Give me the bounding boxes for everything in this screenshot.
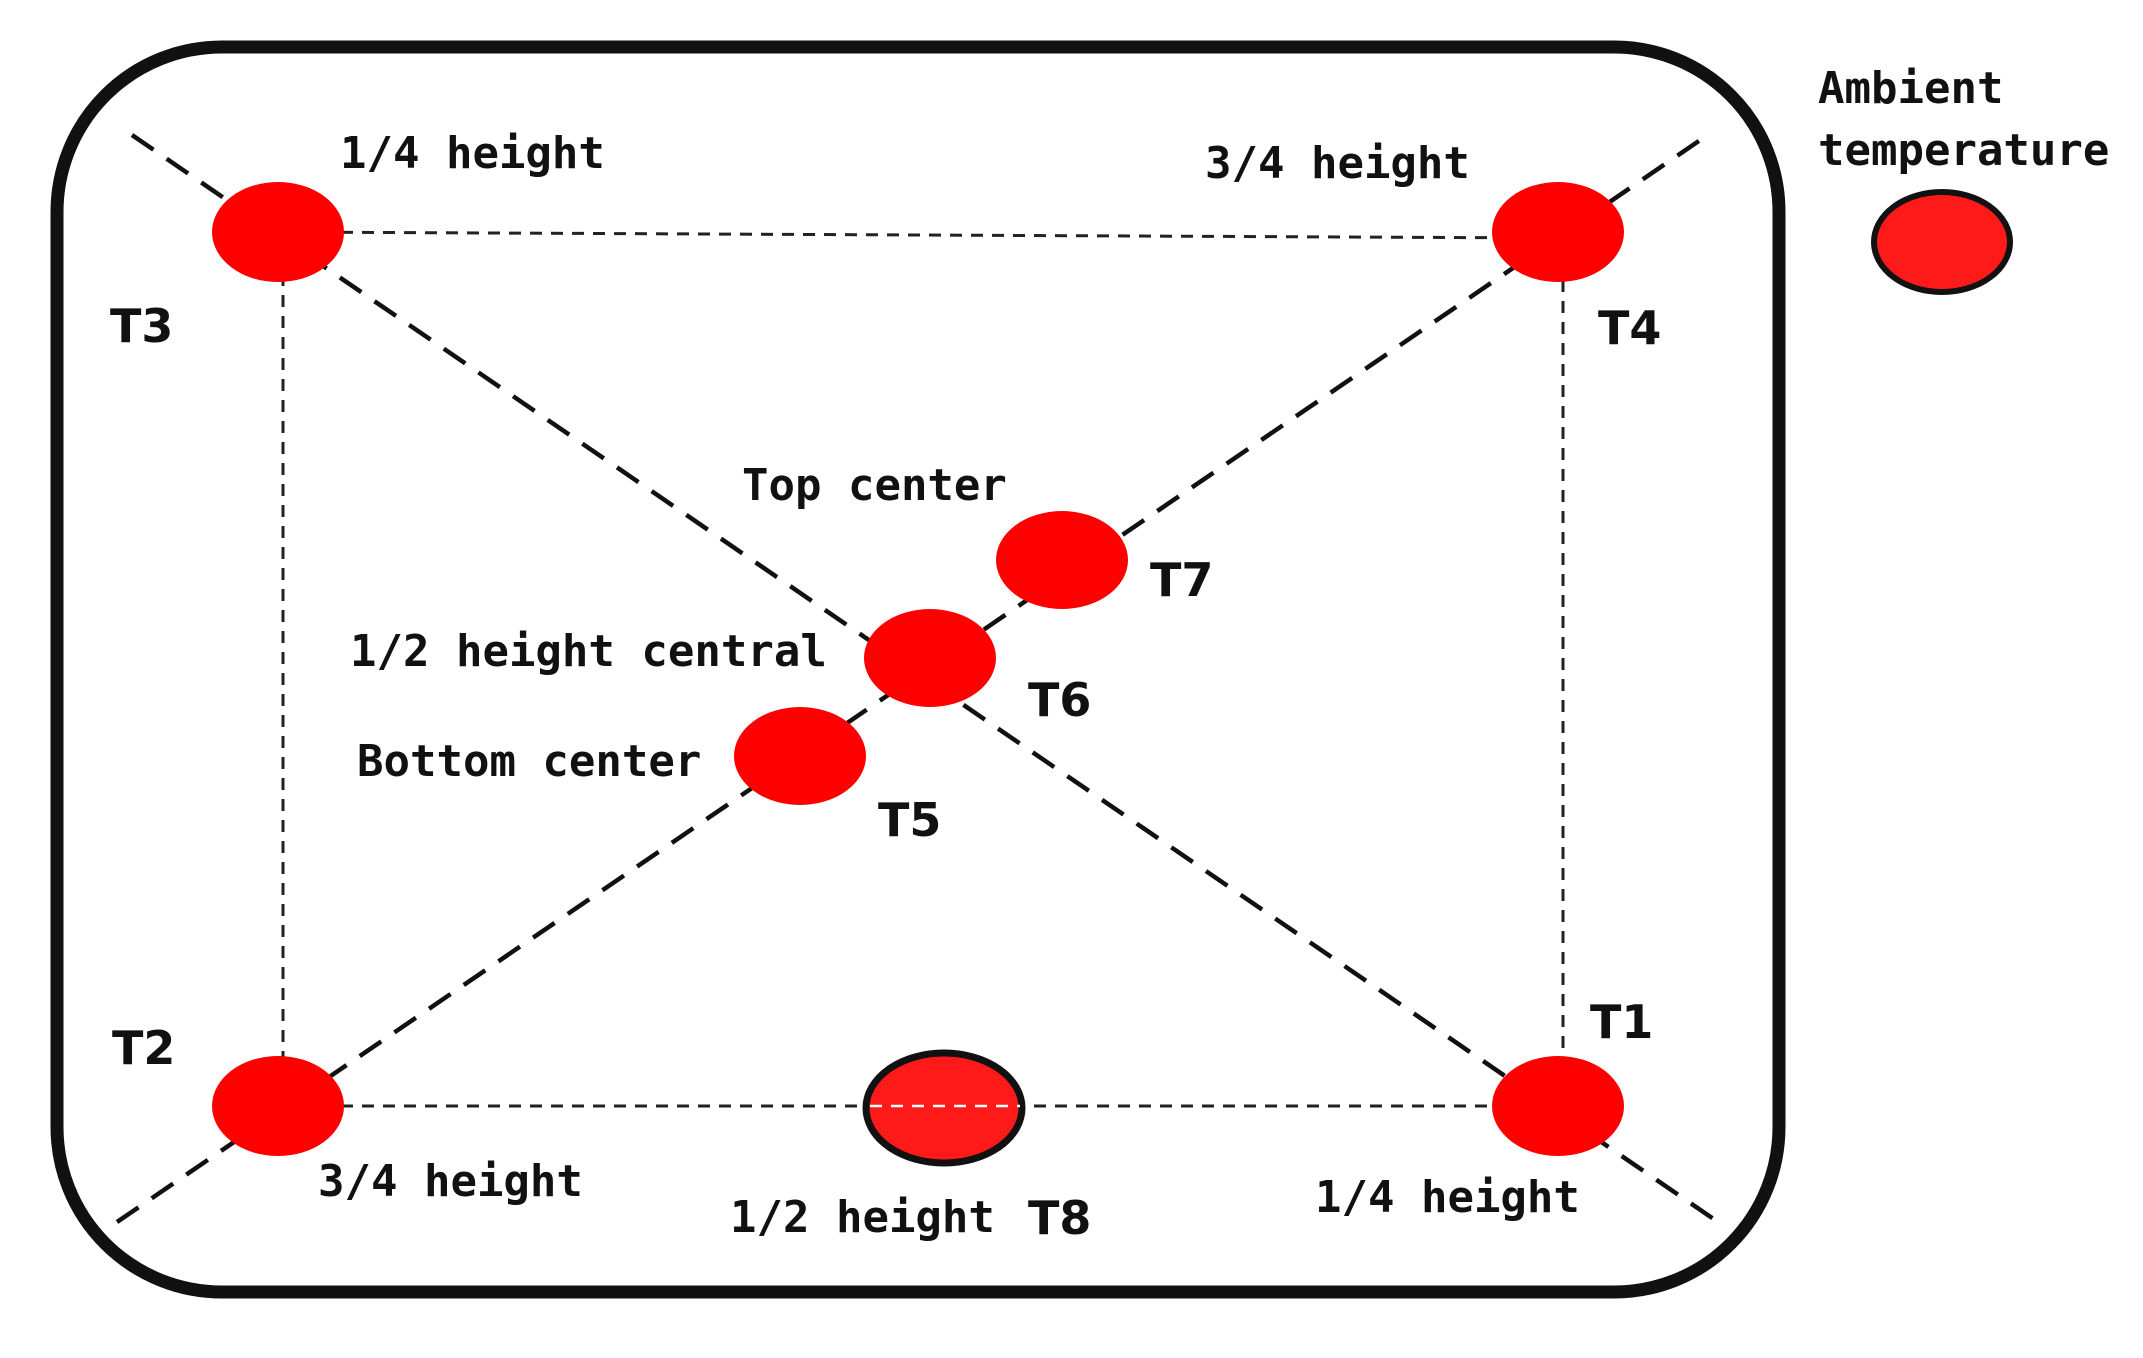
edge-top (277, 230, 1559, 240)
container-outline (50, 40, 1786, 1299)
sensor-t4 (1492, 182, 1624, 282)
t6-position-label: 1/2 height central (350, 626, 827, 677)
t4-id-label: T4 (1598, 301, 1661, 355)
t5-position-label: Bottom center (357, 736, 701, 787)
sensor-ambient (1871, 189, 2013, 295)
diagonal-t3-t1 (130, 133, 1720, 1224)
sensor-t1 (1492, 1056, 1624, 1156)
t2-position-label: 3/4 height (318, 1156, 583, 1207)
t5-id-label: T5 (878, 793, 941, 847)
ambient-label-line1: Ambient (1818, 63, 2003, 114)
t8-position-label: 1/2 height (730, 1192, 995, 1243)
t8-id-label: T8 (1028, 1191, 1091, 1245)
ambient-label-line2: temperature (1818, 125, 2109, 176)
t1-position-label: 1/4 height (1315, 1172, 1580, 1223)
sensor-t6 (864, 609, 996, 707)
sensor-t3 (212, 182, 344, 282)
sensor-t8 (862, 1049, 1026, 1167)
t2-id-label: T2 (112, 1021, 175, 1075)
t7-id-label: T7 (1150, 553, 1213, 607)
sensor-t7 (996, 511, 1128, 609)
diagonal-t2-t4 (115, 130, 1714, 1224)
t7-position-label: Top center (742, 460, 1007, 511)
sensor-t5 (734, 707, 866, 805)
t3-position-label: 1/4 height (340, 128, 605, 179)
sensor-t2 (212, 1056, 344, 1156)
t1-id-label: T1 (1590, 995, 1653, 1049)
t4-position-label: 3/4 height (1205, 138, 1470, 189)
t6-id-label: T6 (1028, 673, 1091, 727)
t3-id-label: T3 (110, 299, 173, 353)
